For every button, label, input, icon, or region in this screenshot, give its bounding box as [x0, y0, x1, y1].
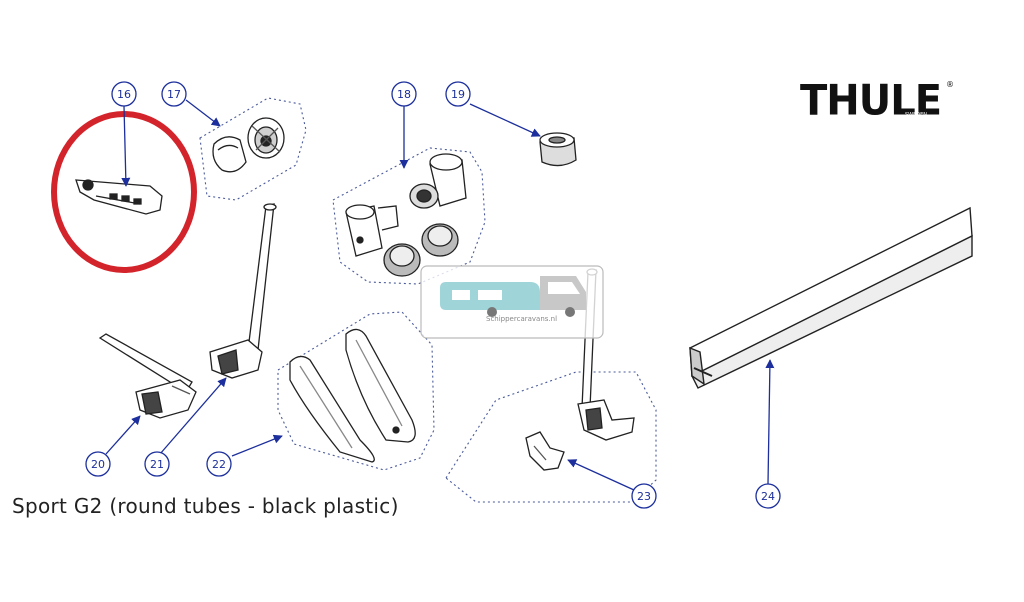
part-18-connectors	[345, 153, 467, 277]
callout-20	[85, 451, 111, 477]
callout-19	[445, 81, 471, 107]
callout-20-label: 20	[91, 458, 105, 471]
group-outlines	[199, 97, 657, 503]
callout-21-label: 21	[150, 458, 164, 471]
callout-17	[161, 81, 187, 107]
thule-logo: THULE	[800, 76, 942, 126]
callout-16	[111, 81, 137, 107]
callout-18	[391, 81, 417, 107]
callout-24	[755, 483, 781, 509]
callout-24-label: 24	[761, 490, 775, 503]
callout-numbers: 16 17 18 19 20 21 22 23 24	[91, 88, 775, 503]
callout-19-label: 19	[451, 88, 465, 101]
watermark-logo	[420, 265, 604, 339]
callout-18-label: 18	[397, 88, 411, 101]
callout-22-label: 22	[212, 458, 226, 471]
group-outline-18	[332, 147, 486, 285]
part-21-frame-holder	[209, 203, 277, 379]
part-20-clamp-arm	[98, 333, 197, 419]
callout-22	[206, 451, 232, 477]
callout-23-label: 23	[637, 490, 651, 503]
part-17-clip-and-knob	[212, 117, 285, 173]
callout-21	[144, 451, 170, 477]
group-outline-22	[277, 311, 435, 471]
part-22-cradles	[289, 328, 416, 463]
registered-mark: ®	[946, 80, 954, 89]
part-24-rail	[689, 206, 973, 389]
watermark-text: Schippercaravans.nl	[486, 315, 558, 323]
logo-subtext: SWEDEN	[905, 112, 928, 118]
callout-circles	[85, 81, 781, 509]
part-16-wrench	[75, 179, 163, 215]
callout-16-label: 16	[117, 88, 131, 101]
callout-23	[631, 483, 657, 509]
callout-leaders	[105, 99, 775, 491]
group-outline-17	[199, 97, 307, 201]
callout-17-label: 17	[167, 88, 181, 101]
group-outline-23	[445, 371, 657, 503]
diagram-caption: Sport G2 (round tubes - black plastic)	[12, 494, 399, 518]
part-19-knob	[539, 132, 577, 167]
